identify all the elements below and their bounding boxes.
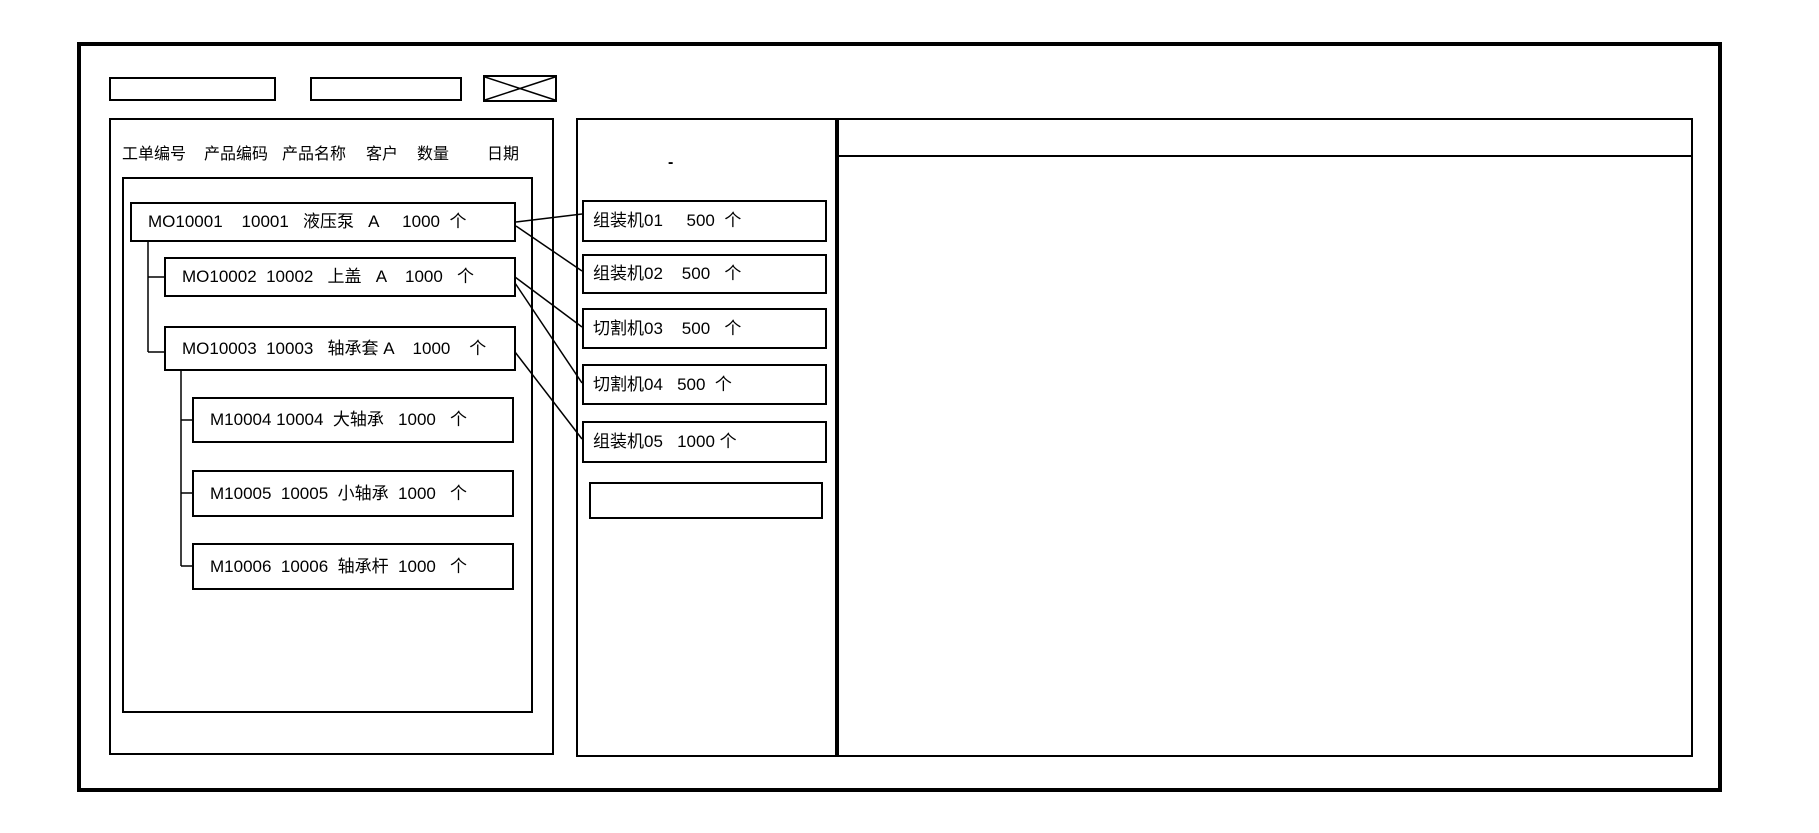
order-node-MO10001[interactable]: MO10001 10001 液压泵 A 1000 个 <box>130 202 516 242</box>
toolbar-field-1[interactable] <box>109 77 276 101</box>
toolbar-field-2[interactable] <box>310 77 462 101</box>
machine-box-zuzhuangji05[interactable]: 组装机05 1000 个 <box>582 421 827 463</box>
column-header-product-code: 产品编码 <box>204 146 269 163</box>
machine-box-zuzhuangji01[interactable]: 组装机01 500 个 <box>582 200 827 242</box>
column-header-quantity: 数量 <box>417 146 450 163</box>
machine-box-empty[interactable] <box>589 482 823 519</box>
column-header-order-no: 工单编号 <box>122 146 187 163</box>
detail-panel <box>837 118 1693 757</box>
column-header-date: 日期 <box>487 146 520 163</box>
machine-panel-mark: - <box>668 154 674 171</box>
machine-box-qiegeji04[interactable]: 切割机04 500 个 <box>582 364 827 405</box>
order-node-M10005[interactable]: M10005 10005 小轴承 1000 个 <box>192 470 514 517</box>
order-node-M10006[interactable]: M10006 10006 轴承杆 1000 个 <box>192 543 514 590</box>
column-header-product-name: 产品名称 <box>282 146 347 163</box>
column-header-customer: 客户 <box>366 146 399 163</box>
order-node-MO10003[interactable]: MO10003 10003 轴承套 A 1000 个 <box>164 326 516 371</box>
order-node-M10004[interactable]: M10004 10004 大轴承 1000 个 <box>192 397 514 443</box>
crossed-box-icon[interactable] <box>483 75 557 102</box>
detail-panel-header-divider <box>837 155 1693 157</box>
order-node-MO10002[interactable]: MO10002 10002 上盖 A 1000 个 <box>164 257 516 297</box>
machine-box-zuzhuangji02[interactable]: 组装机02 500 个 <box>582 254 827 294</box>
machine-box-qiegeji03[interactable]: 切割机03 500 个 <box>582 308 827 349</box>
